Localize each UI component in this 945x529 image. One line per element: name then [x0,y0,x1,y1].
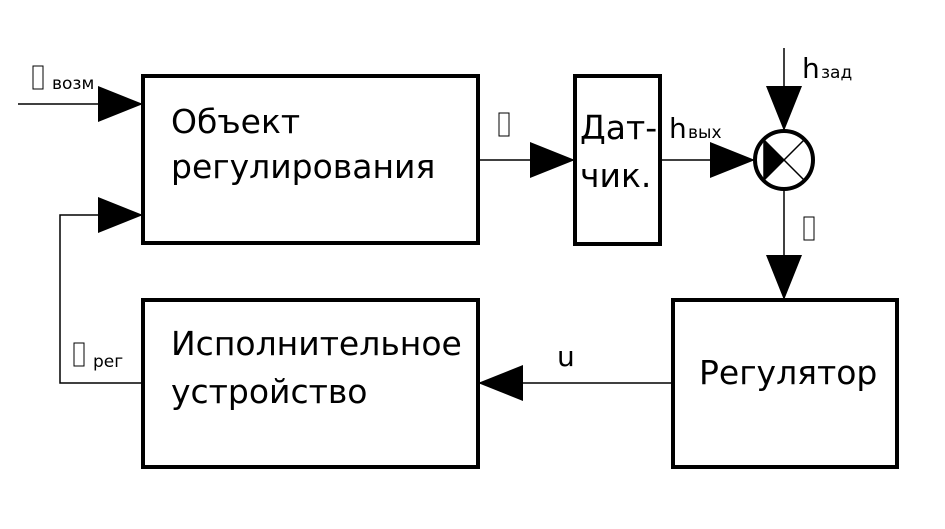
regulating-subscript: рег [93,352,123,372]
control-label: u [557,340,575,373]
sensor-label-line1: Дат- [580,108,657,147]
h-out-label: h вых [669,112,722,145]
h-set-symbol: h [802,52,820,85]
actuator-label-line2: устройство [171,372,368,411]
object-label-line1: Объект [171,102,300,141]
control-symbol: u [557,340,575,373]
missing-glyph-icon [32,65,44,90]
summing-negative-sector [764,140,784,180]
actuator-block: Исполнительное устройство [141,298,480,469]
error-label [803,216,815,241]
missing-glyph-icon [73,342,85,367]
object-block: Объект регулирования [141,74,480,245]
h-out-subscript: вых [688,123,722,143]
h-out-symbol: h [669,112,687,145]
actuator-to-object-arrow [59,197,143,384]
h-set-subscript: зад [821,63,852,83]
regulator-label: Регулятор [699,353,877,392]
regulating-label: рег [73,342,123,372]
disturbance-subscript: возм [52,74,94,94]
regulator-block: Регулятор [671,298,899,469]
sensor-block: Дат- чик. [573,74,662,246]
object-label-line2: регулирования [171,147,435,186]
actuator-label-line1: Исполнительное [171,324,462,363]
missing-glyph-icon [498,112,510,137]
disturbance-label: возм [32,65,94,94]
missing-glyph-icon [803,216,815,241]
object-output-label [498,112,510,137]
sensor-label-line2: чик. [580,156,651,195]
summing-junction [753,129,815,191]
h-set-label: h зад [802,52,852,85]
